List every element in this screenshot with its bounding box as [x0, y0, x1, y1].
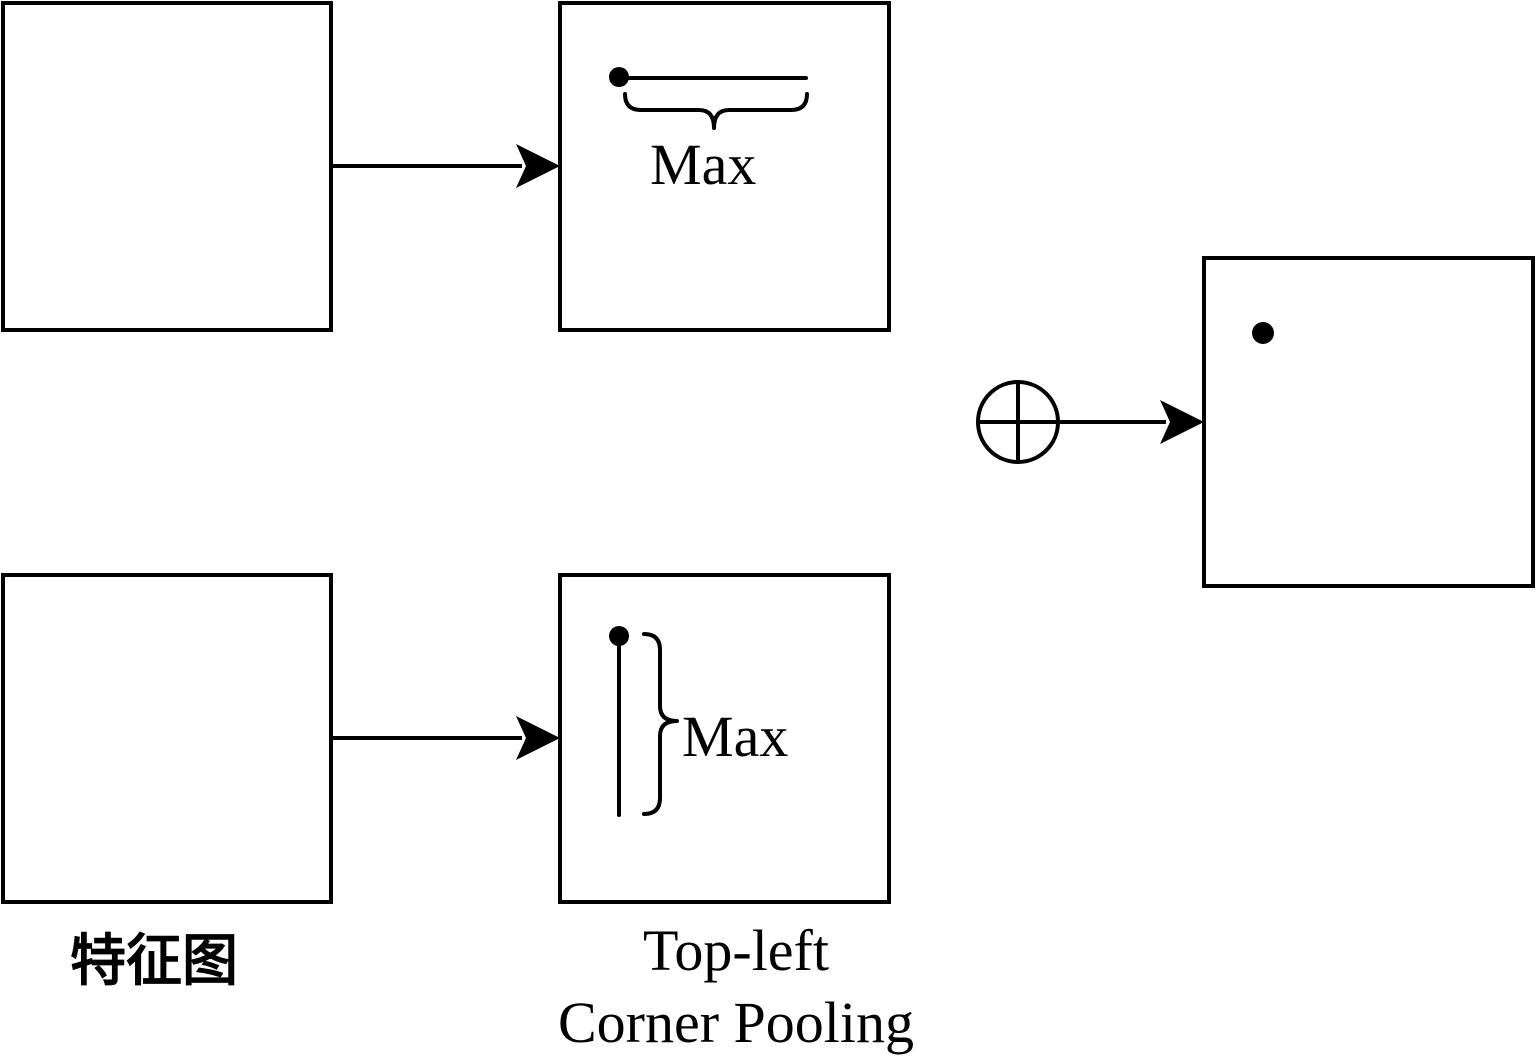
- horizontal-pooling-marker: Max: [609, 67, 809, 197]
- vertical-max-label: Max: [682, 704, 788, 769]
- horizontal-brace: [623, 92, 809, 130]
- feature-map-caption: 特征图: [70, 929, 238, 994]
- arrow-bottom: [331, 716, 560, 760]
- feature-map-top: [1, 1, 333, 332]
- vertical-pooling-marker: Max: [609, 626, 788, 817]
- horizontal-max-label: Max: [650, 132, 756, 197]
- vertical-brace: [642, 632, 679, 816]
- pooling-caption-line2: Corner Pooling: [558, 990, 914, 1055]
- output-map: [1202, 256, 1535, 588]
- pooling-caption-line1: Top-left: [643, 918, 829, 983]
- circle-plus-icon: [976, 380, 1060, 464]
- arrow-output: [1058, 400, 1204, 444]
- pooled-map-horizontal: [558, 1, 891, 332]
- arrow-top: [331, 144, 560, 188]
- output-corner-point: [1252, 322, 1274, 344]
- feature-map-bottom: [1, 573, 333, 904]
